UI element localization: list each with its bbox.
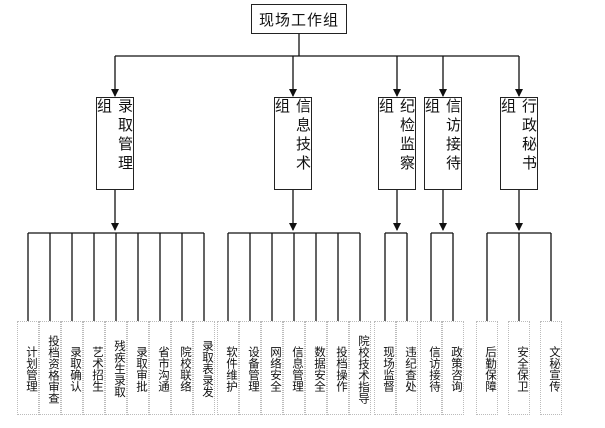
leaf-violation: 违纪查处	[396, 321, 418, 415]
dept-box-admission: 录取管理组	[95, 97, 134, 190]
leaf-confirm: 录取确认	[61, 321, 83, 415]
leaf-disabled: 残疾生录取	[105, 321, 127, 415]
dept-box-petition: 信访接待组	[423, 97, 462, 190]
leaf-security: 安全保卫	[508, 321, 530, 415]
root-box: 现场工作组	[251, 4, 347, 34]
root-label: 现场工作组	[258, 10, 339, 29]
leaf-data: 数据安全	[305, 321, 327, 415]
leaf-policy: 政策咨询	[442, 321, 464, 415]
leaf-qualification: 投档资格审查	[39, 321, 61, 415]
leaf-operation: 投档操作	[327, 321, 349, 415]
leaf-supervision: 现场监督	[374, 321, 396, 415]
leaf-logistics: 后勤保障	[476, 321, 498, 415]
leaf-network: 网络安全	[261, 321, 283, 415]
leaf-college-contact: 院校联络	[171, 321, 193, 415]
dept-label: 信访接待组	[423, 98, 462, 174]
leaf-tech-guide: 院校技术指导	[349, 321, 371, 415]
leaf-devices: 设备管理	[239, 321, 261, 415]
dept-box-secretariat: 行政秘书组	[499, 97, 538, 190]
dept-label: 行政秘书组	[499, 98, 538, 174]
dept-label: 录取管理组	[95, 98, 134, 174]
dept-box-it: 信息技术组	[273, 97, 312, 190]
dept-label: 纪检监察组	[377, 98, 416, 174]
leaf-approval: 录取审批	[127, 321, 149, 415]
leaf-publicity: 文秘宣传	[540, 321, 562, 415]
dept-box-discipline: 纪检监察组	[377, 97, 416, 190]
leaf-province: 省市沟通	[149, 321, 171, 415]
leaf-info: 信息管理	[283, 321, 305, 415]
dept-label: 信息技术组	[273, 98, 312, 174]
leaf-plan: 计划管理	[17, 321, 39, 415]
leaf-letter: 录取表录发	[193, 321, 215, 415]
leaf-reception: 信访接待	[420, 321, 442, 415]
leaf-art: 艺术招生	[83, 321, 105, 415]
leaf-software: 软件维护	[217, 321, 239, 415]
